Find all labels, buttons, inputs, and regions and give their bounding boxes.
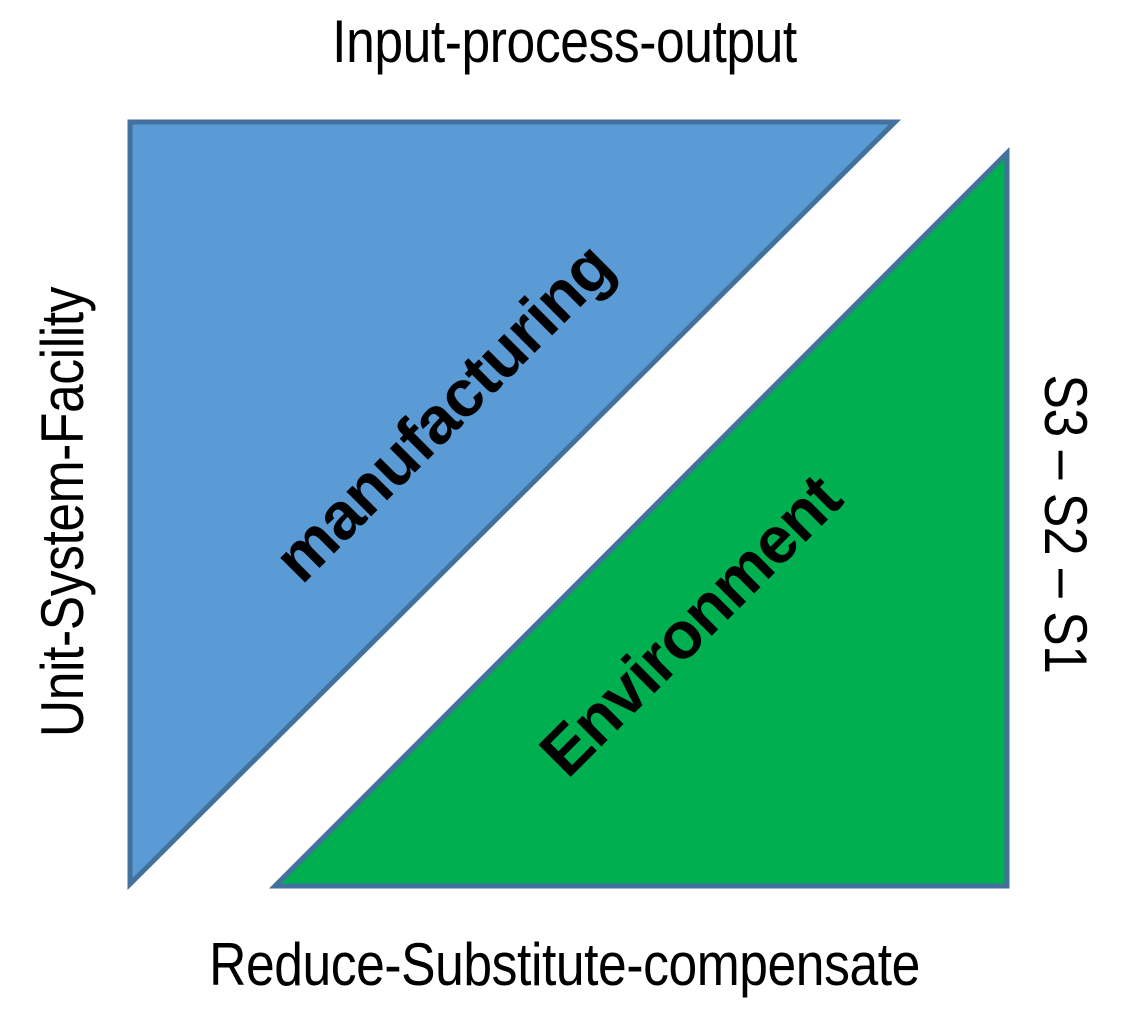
axis-label-top: Input-process-output — [332, 8, 797, 75]
environment-triangle[interactable] — [268, 146, 1010, 889]
axis-label-bottom: Reduce-Substitute-compensate — [209, 931, 920, 998]
manufacturing-triangle[interactable] — [127, 119, 902, 891]
